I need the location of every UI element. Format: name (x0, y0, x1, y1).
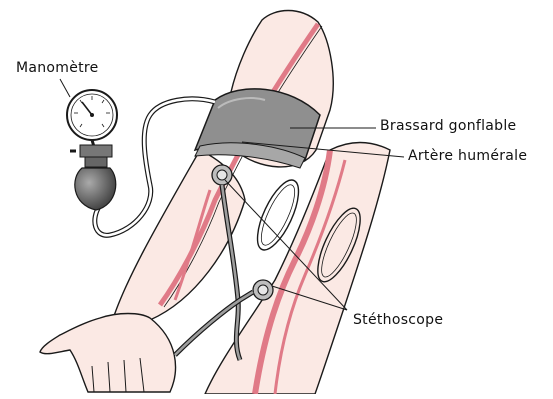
inflation-bulb (70, 145, 116, 210)
label-stethoscope: Stéthoscope (353, 312, 443, 328)
label-artery: Artère humérale (408, 148, 527, 164)
stethoscope-chestpiece-upper (212, 165, 232, 185)
manometer (67, 90, 117, 150)
label-cuff: Brassard gonflable (380, 118, 516, 134)
label-manometer: Manomètre (16, 60, 99, 76)
hand (40, 314, 175, 393)
